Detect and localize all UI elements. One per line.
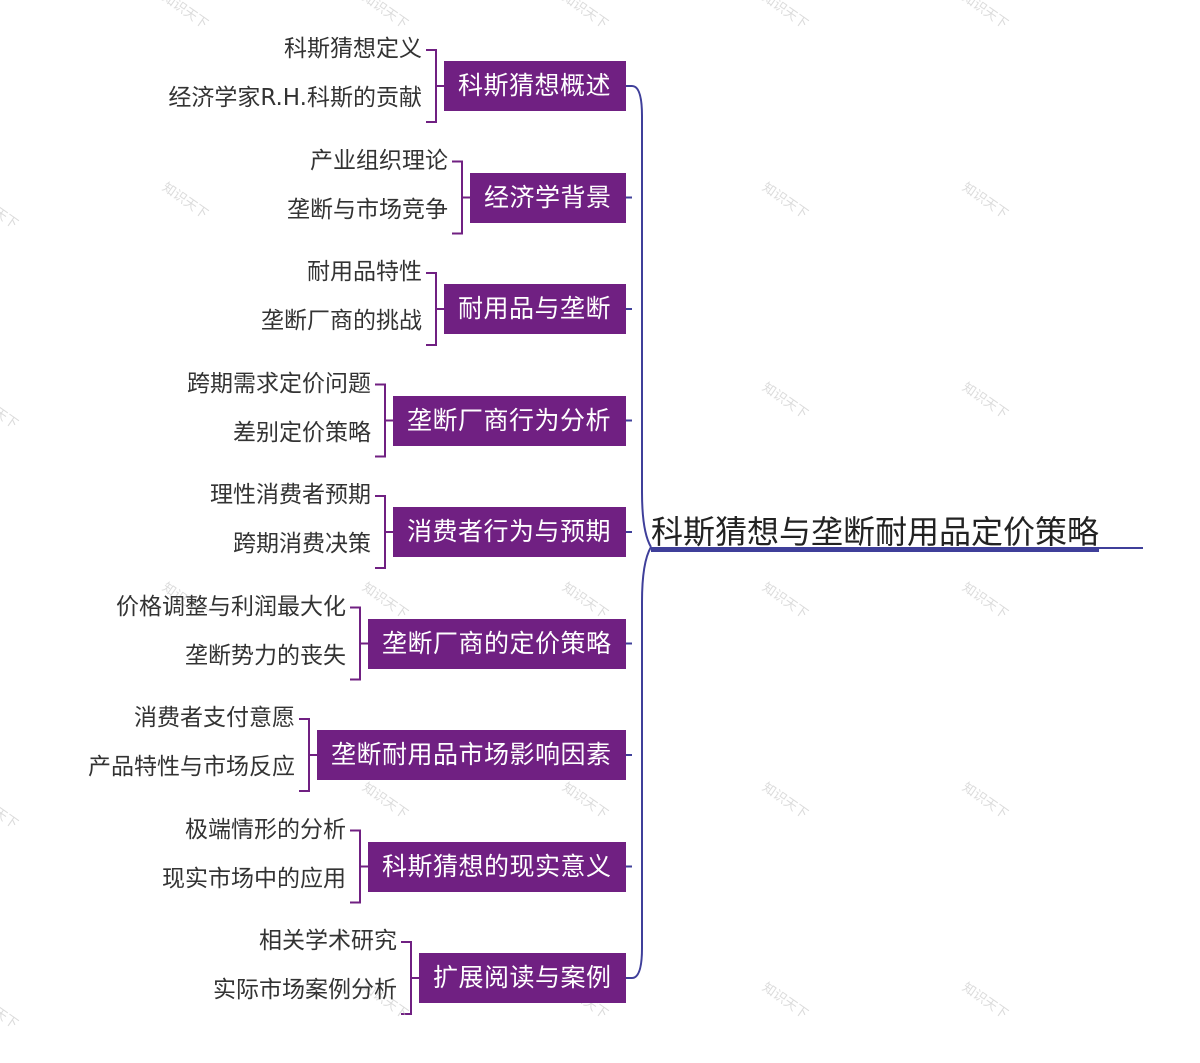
leaf-node[interactable]: 现实市场中的应用 — [162, 865, 346, 892]
leaf-bracket — [299, 718, 310, 792]
leaf-node[interactable]: 相关学术研究 — [259, 928, 397, 954]
leaf-node[interactable]: 垄断厂商的挑战 — [261, 308, 422, 334]
leaf-node[interactable]: 耐用品特性 — [307, 259, 422, 285]
leaf-node[interactable]: 差别定价策略 — [233, 419, 371, 446]
leaf-node[interactable]: 跨期消费决策 — [233, 531, 371, 557]
leaf-bracket — [350, 606, 361, 681]
leaf-bracket — [426, 272, 437, 346]
leaf-bracket — [452, 160, 463, 235]
leaf-node[interactable]: 消费者支付意愿 — [134, 705, 295, 731]
leaf-node[interactable]: 理性消费者预期 — [210, 482, 371, 508]
root-title: 科斯猜想与垄断耐用品定价策略 — [651, 513, 1100, 551]
branch-node[interactable]: 垄断厂商行为分析 — [393, 395, 626, 446]
leaf-node[interactable]: 产业组织理论 — [310, 147, 448, 174]
root-topic[interactable]: 科斯猜想与垄断耐用品定价策略 — [651, 510, 1099, 554]
branch-node[interactable]: 经济学背景 — [470, 172, 626, 223]
leaf-node[interactable]: 产品特性与市场反应 — [88, 754, 295, 780]
branch-node[interactable]: 消费者行为与预期 — [393, 507, 626, 557]
leaf-bracket — [426, 49, 437, 123]
leaf-node[interactable]: 实际市场案例分析 — [213, 977, 397, 1003]
leaf-node[interactable]: 科斯猜想定义 — [284, 36, 422, 62]
branch-node[interactable]: 耐用品与垄断 — [444, 284, 626, 334]
branch-node[interactable]: 扩展阅读与案例 — [419, 953, 626, 1003]
leaf-node[interactable]: 垄断势力的丧失 — [185, 642, 346, 669]
leaf-bracket — [375, 383, 386, 458]
leaf-bracket — [350, 829, 361, 904]
branch-node[interactable]: 垄断耐用品市场影响因素 — [317, 730, 626, 780]
leaf-bracket — [375, 495, 386, 569]
leaf-node[interactable]: 跨期需求定价问题 — [187, 370, 371, 397]
leaf-node[interactable]: 极端情形的分析 — [185, 816, 346, 843]
branch-node[interactable]: 垄断厂商的定价策略 — [368, 618, 626, 669]
branch-node[interactable]: 科斯猜想概述 — [444, 61, 626, 111]
branch-node[interactable]: 科斯猜想的现实意义 — [368, 841, 626, 892]
spine-line — [631, 85, 652, 979]
leaf-node[interactable]: 经济学家R.H.科斯的贡献 — [168, 85, 422, 111]
leaf-node[interactable]: 价格调整与利润最大化 — [116, 593, 346, 620]
leaf-node[interactable]: 垄断与市场竞争 — [287, 196, 448, 223]
